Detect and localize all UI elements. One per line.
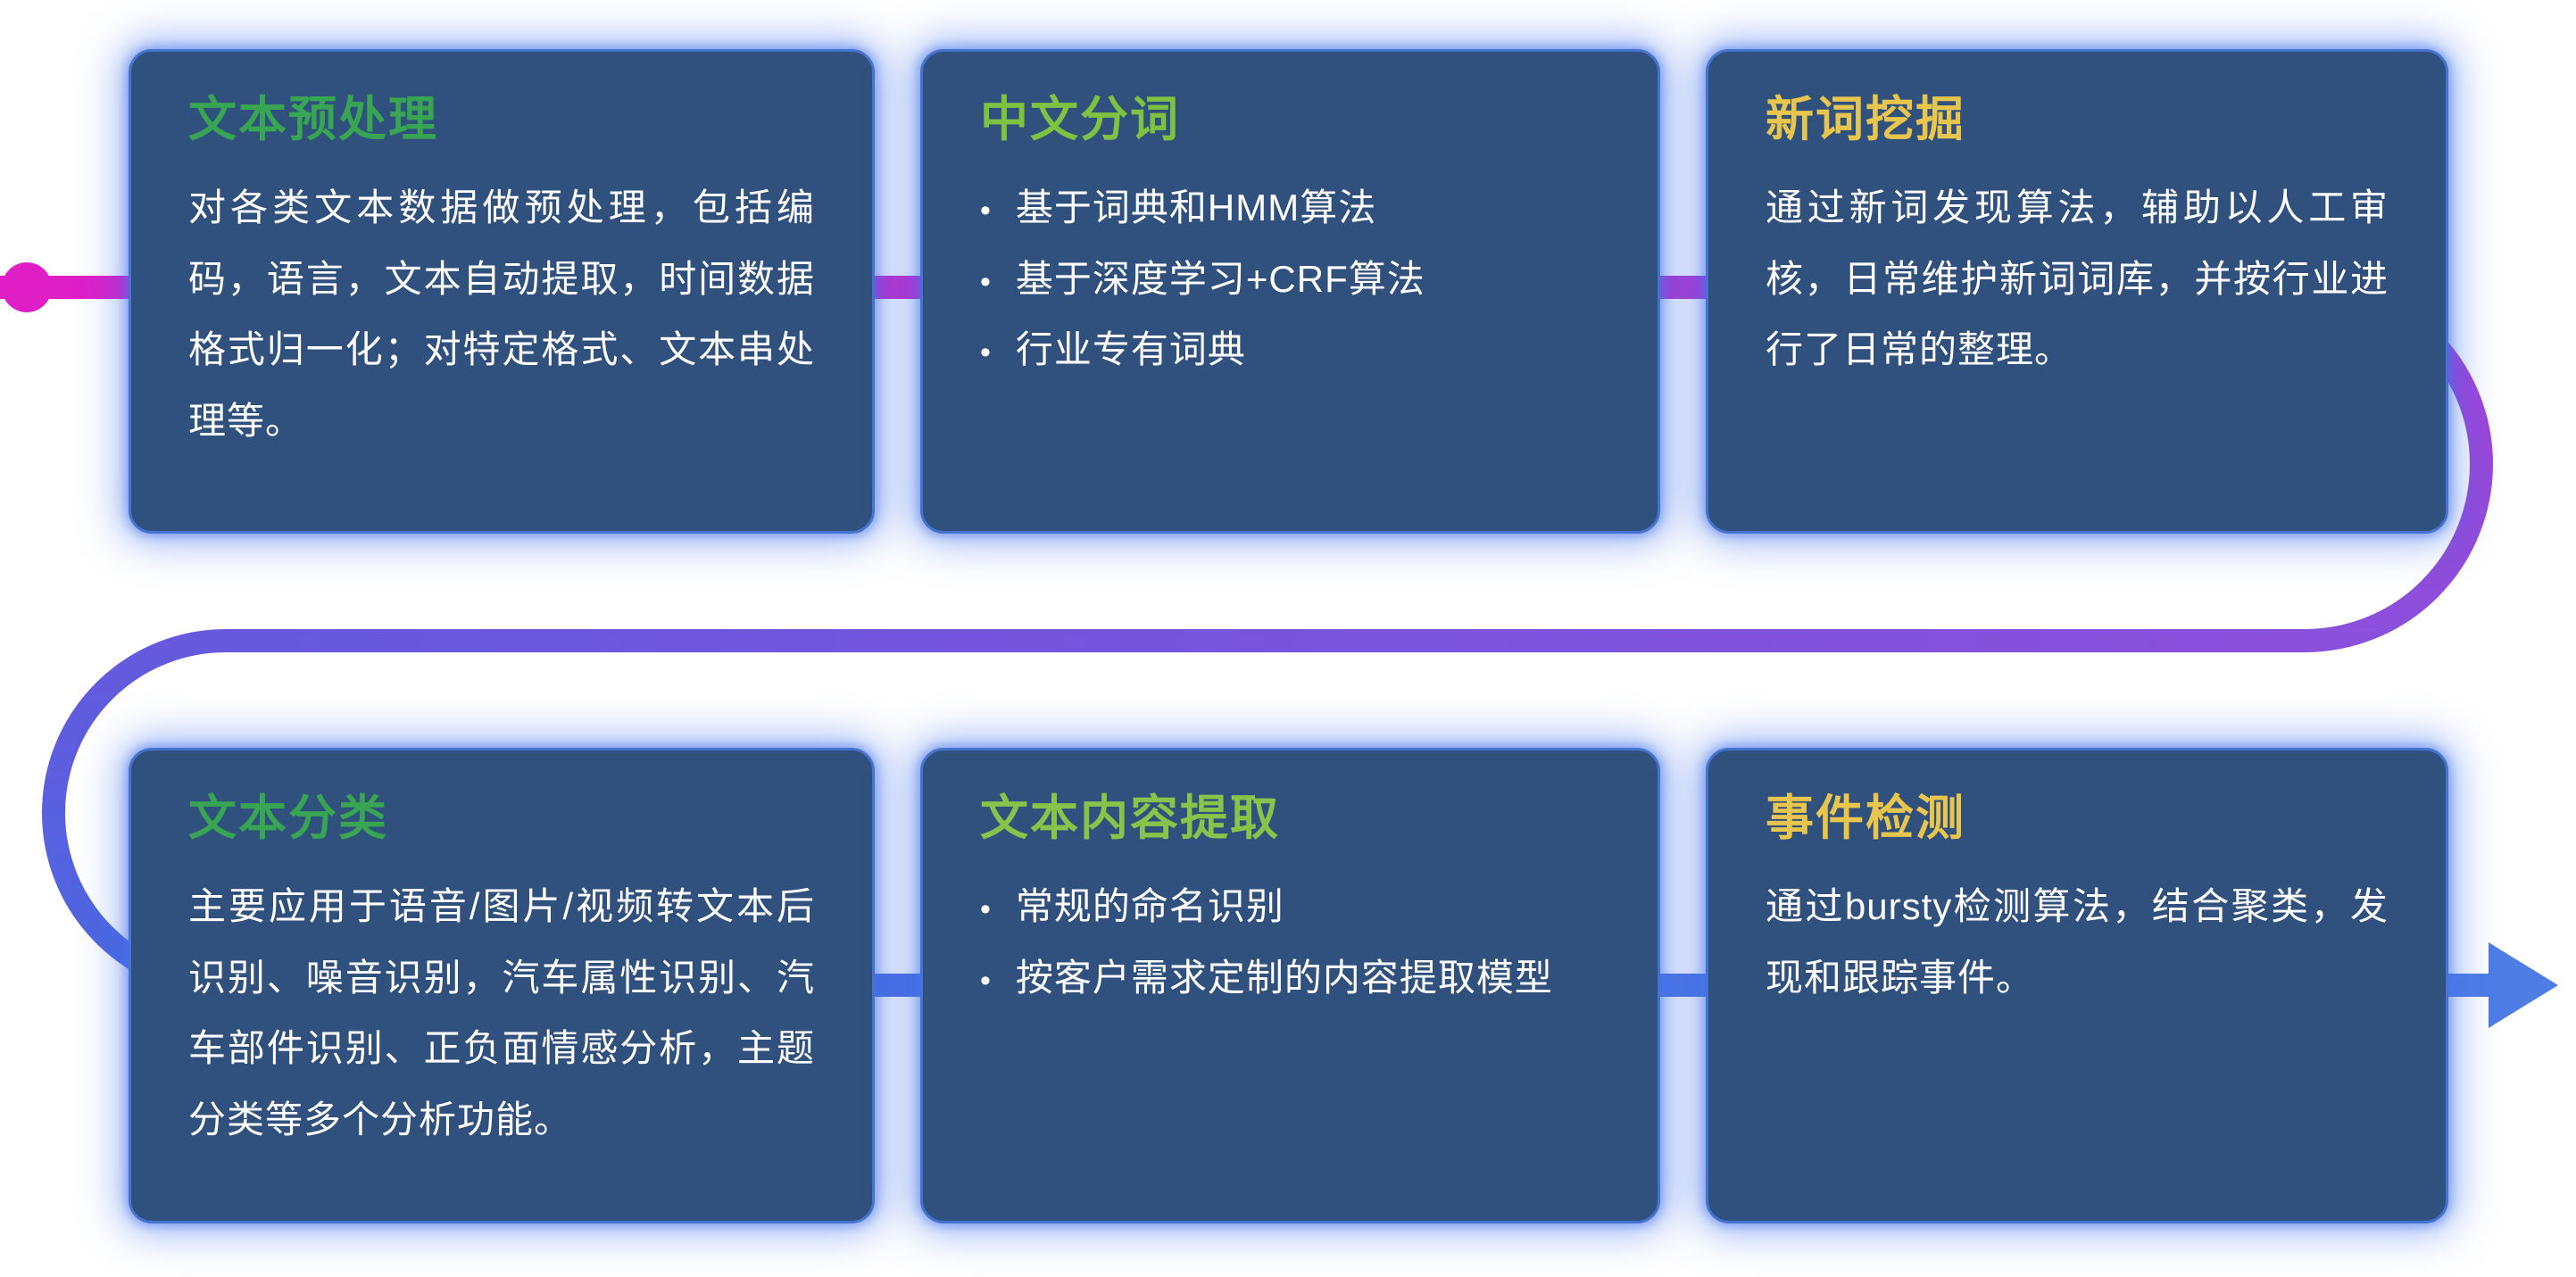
card-body-text: 通过新词发现算法，辅助以人工审核，日常维护新词词库，并按行业进行了日常的整理。 [1766, 186, 2389, 371]
card-bullet-list: • 基于词典和HMM算法 • 基于深度学习+CRF算法 • 行业专有词典 [980, 172, 1600, 386]
bullet-text: 行业专有词典 [1015, 328, 1246, 371]
bullet-item: • 基于深度学习+CRF算法 [980, 244, 1600, 315]
bullet-item: • 常规的命名识别 [980, 871, 1600, 942]
card-title: 中文分词 [980, 93, 1180, 146]
bullet-item: • 行业专有词典 [980, 314, 1600, 386]
bullet-item: • 按客户需求定制的内容提取模型 [980, 942, 1600, 1014]
pipeline-start-dot-icon [2, 262, 52, 312]
bullet-icon: • [980, 891, 991, 926]
bullet-text: 基于词典和HMM算法 [1015, 186, 1377, 228]
card-body-text: 通过bursty检测算法，结合聚类，发现和跟踪事件。 [1766, 884, 2389, 999]
bullet-icon: • [980, 963, 991, 998]
bullet-icon: • [980, 193, 991, 228]
bullet-item: • 基于词典和HMM算法 [980, 172, 1600, 244]
card-text-classification: 文本分类 主要应用于语音/图片/视频转文本后识别、噪音识别，汽车属性识别、汽车部… [129, 748, 875, 1223]
card-body-text: 主要应用于语音/图片/视频转文本后识别、噪音识别，汽车属性识别、汽车部件识别、正… [188, 884, 815, 1141]
bullet-text: 基于深度学习+CRF算法 [1015, 257, 1425, 300]
card-bullet-list: • 常规的命名识别 • 按客户需求定制的内容提取模型 [980, 871, 1600, 1014]
card-new-word-mining: 新词挖掘 通过新词发现算法，辅助以人工审核，日常维护新词词库，并按行业进行了日常… [1706, 49, 2448, 534]
bullet-icon: • [980, 264, 991, 299]
card-title: 事件检测 [1766, 792, 1965, 845]
bullet-icon: • [980, 336, 991, 370]
card-event-detection: 事件检测 通过bursty检测算法，结合聚类，发现和跟踪事件。 [1706, 748, 2448, 1223]
bullet-text: 按客户需求定制的内容提取模型 [1015, 956, 1553, 999]
card-title: 文本预处理 [188, 93, 438, 146]
card-text-content-extraction: 文本内容提取 • 常规的命名识别 • 按客户需求定制的内容提取模型 [920, 748, 1660, 1223]
card-body-text: 对各类文本数据做预处理，包括编码，语言，文本自动提取，时间数据格式归一化；对特定… [188, 186, 815, 443]
card-chinese-word-segmentation: 中文分词 • 基于词典和HMM算法 • 基于深度学习+CRF算法 • 行业专有词… [920, 49, 1660, 534]
card-title: 新词挖掘 [1766, 93, 1965, 146]
card-text-preprocessing: 文本预处理 对各类文本数据做预处理，包括编码，语言，文本自动提取，时间数据格式归… [129, 49, 875, 534]
pipeline-arrow-icon [2489, 942, 2558, 1028]
bullet-text: 常规的命名识别 [1015, 884, 1284, 927]
card-title: 文本分类 [188, 792, 388, 845]
card-title: 文本内容提取 [980, 792, 1280, 845]
